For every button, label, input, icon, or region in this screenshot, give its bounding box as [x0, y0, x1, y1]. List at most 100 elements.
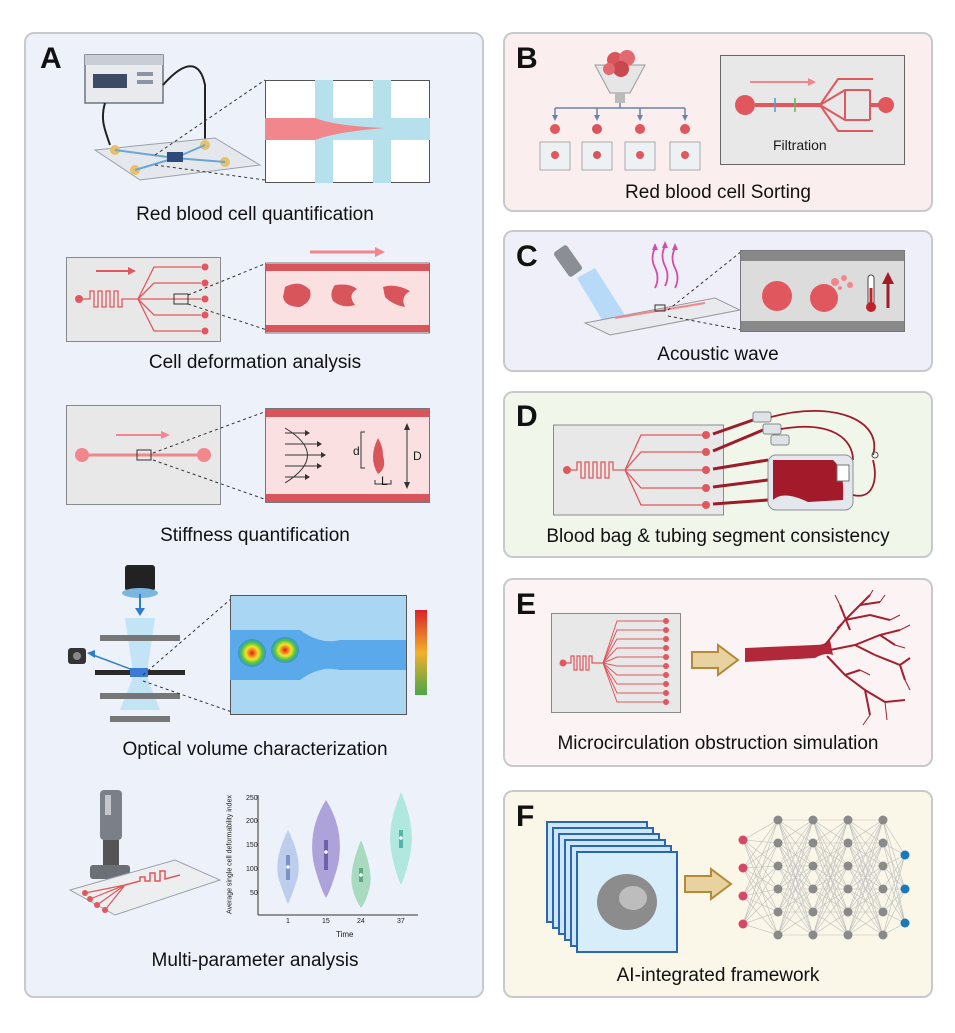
violin-chart: [257, 792, 418, 916]
nn-hidden-node: [773, 861, 783, 871]
nn-input-node: [738, 863, 748, 873]
nn-edge: [742, 819, 779, 869]
nn-edge: [812, 888, 849, 936]
nn-edge: [812, 819, 849, 890]
panel-f-label: F: [516, 800, 535, 833]
stiffness-chip: [66, 405, 221, 505]
panel-b-label: B: [516, 42, 538, 75]
nn-hidden-node: [773, 884, 783, 894]
syringe-pump-illustration: [84, 54, 262, 181]
panel-a-label: A: [40, 42, 62, 75]
arrow-icon-e: [691, 643, 740, 677]
deformation-zoom: [265, 247, 430, 334]
nn-edge: [742, 888, 779, 897]
caption-microcirculation: Microcirculation obstruction simulation: [557, 733, 879, 754]
label-D-large: D: [413, 449, 422, 463]
nn-edge: [742, 839, 779, 844]
violin-xtick-24: 24: [357, 918, 365, 925]
zoom-lines-3: [152, 410, 268, 501]
nn-edge: [882, 854, 906, 890]
violin-ylabel: Average single cell deformability index: [226, 795, 234, 914]
nn-hidden-node: [773, 907, 783, 917]
nn-edge: [812, 865, 849, 936]
optical-heatmap: [230, 595, 427, 715]
nn-edge: [882, 854, 906, 913]
nn-hidden-node: [773, 930, 783, 940]
nn-edge: [742, 895, 779, 936]
violin-xtick-15: 15: [322, 918, 330, 925]
nn-edge: [847, 819, 884, 844]
nn-edge: [777, 819, 814, 936]
panel-e-label: E: [516, 588, 537, 621]
nn-output-node: [900, 850, 910, 860]
nn-edge: [882, 865, 906, 890]
violin-ytick-200: 200: [246, 818, 258, 825]
nn-edge: [812, 819, 849, 913]
caption-acoustic-wave: Acoustic wave: [657, 344, 779, 365]
multi-parameter-device: [68, 790, 222, 916]
nn-edge: [812, 819, 849, 844]
deformation-chip: [66, 257, 221, 342]
nn-edge: [882, 888, 906, 913]
nn-hidden-node: [808, 815, 818, 825]
nn-hidden-node: [808, 838, 818, 848]
nn-edge: [882, 819, 906, 890]
nn-edge: [742, 865, 779, 925]
nn-edge: [777, 865, 814, 936]
nn-edge: [742, 839, 779, 890]
nn-hidden-node: [808, 907, 818, 917]
nn-hidden-node: [843, 884, 853, 894]
nn-hidden-node: [773, 838, 783, 848]
nn-input-node: [738, 891, 748, 901]
image-stack-illustration: [546, 821, 678, 953]
nn-hidden-node: [878, 907, 888, 917]
nn-edge: [742, 842, 779, 925]
nn-edge: [812, 842, 849, 936]
nn-input-node: [738, 835, 748, 845]
zoom-lines-2: [187, 262, 268, 331]
nn-hidden-node: [843, 861, 853, 871]
caption-blood-bag: Blood bag & tubing segment consistency: [546, 526, 890, 547]
nn-edge: [847, 819, 884, 890]
nn-edge: [847, 819, 884, 867]
nn-edge: [847, 842, 884, 936]
blood-bag-illustration: [553, 409, 879, 516]
nn-edge: [742, 839, 779, 936]
neural-network-illustration: [738, 815, 910, 940]
caption-stiffness: Stiffness quantification: [160, 525, 350, 546]
nn-edge: [882, 842, 906, 890]
nn-edge: [742, 842, 779, 869]
nn-edge: [777, 842, 814, 936]
nn-edge: [882, 888, 906, 936]
label-d-small: d: [353, 444, 360, 458]
nn-edge: [812, 819, 849, 936]
violin-xlabel: Time: [336, 930, 354, 939]
nn-edge: [882, 819, 906, 856]
sorting-funnel-illustration: [539, 50, 701, 171]
nn-hidden-node: [878, 861, 888, 871]
filtration-label: Filtration: [773, 137, 827, 153]
nn-edge: [742, 867, 779, 890]
violin-ytick-250: 250: [246, 795, 258, 802]
nn-edge: [847, 819, 884, 936]
nn-edge: [882, 888, 906, 924]
nn-edge: [742, 865, 779, 869]
nn-edge: [882, 854, 906, 936]
nn-edge: [742, 923, 779, 936]
nn-edge: [742, 839, 779, 867]
nn-edge: [742, 819, 779, 925]
nn-hidden-node: [843, 815, 853, 825]
nn-edge: [742, 911, 779, 925]
nn-hidden-node: [878, 884, 888, 894]
label-L: L: [381, 474, 388, 488]
caption-cell-deformation: Cell deformation analysis: [148, 352, 362, 373]
nn-edge: [742, 839, 779, 913]
nn-hidden-node: [808, 861, 818, 871]
caption-rbc-sorting: Red blood cell Sorting: [625, 182, 811, 203]
microcirculation-chip: [551, 613, 681, 713]
nn-edge: [847, 911, 884, 936]
nn-edge: [777, 888, 814, 936]
nn-edge: [777, 819, 814, 867]
violin-ytick-100: 100: [246, 866, 258, 873]
nn-hidden-node: [878, 815, 888, 825]
